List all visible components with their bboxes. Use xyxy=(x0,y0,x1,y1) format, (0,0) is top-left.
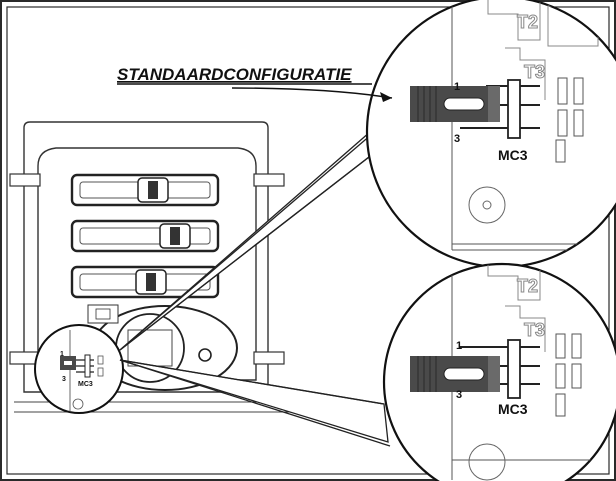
slider-2 xyxy=(70,219,220,253)
bottom-pin3-label: 3 xyxy=(456,389,462,401)
bottom-jumper-label: MC3 xyxy=(498,401,528,417)
callout-beams xyxy=(119,130,391,447)
top-terminal-t2: T2 xyxy=(517,12,538,32)
callout-arrow-line xyxy=(231,87,393,99)
bottom-terminal-t2: T2 xyxy=(517,276,538,296)
slider-1 xyxy=(70,173,220,207)
top-pin1-label: 1 xyxy=(454,81,460,93)
callout-arrowhead-icon xyxy=(380,92,392,102)
bottom-pin1-label: 1 xyxy=(456,340,462,352)
standard-config-callout: STANDAARDCONFIGURATIE xyxy=(117,65,393,102)
overview-pin3-label: 3 xyxy=(62,376,66,383)
top-detail-circle: T2 T3 1 3 MC3 xyxy=(365,0,616,269)
top-terminal-t3: T3 xyxy=(524,62,545,82)
bottom-detail-circle: T2 T3 1 3 MC3 xyxy=(382,262,616,481)
bottom-terminal-t3: T3 xyxy=(524,320,545,340)
overview-pin1-label: 1 xyxy=(60,351,64,358)
inner-frame xyxy=(6,6,610,475)
top-jumper-label: MC3 xyxy=(498,147,528,163)
overview-jumper-label: MC3 xyxy=(78,381,93,388)
overview-detail-circle: 1 3 MC3 xyxy=(34,324,124,414)
top-pin3-label: 3 xyxy=(454,133,460,145)
standard-config-label: STANDAARDCONFIGURATIE xyxy=(117,65,352,84)
slider-3 xyxy=(70,265,220,299)
